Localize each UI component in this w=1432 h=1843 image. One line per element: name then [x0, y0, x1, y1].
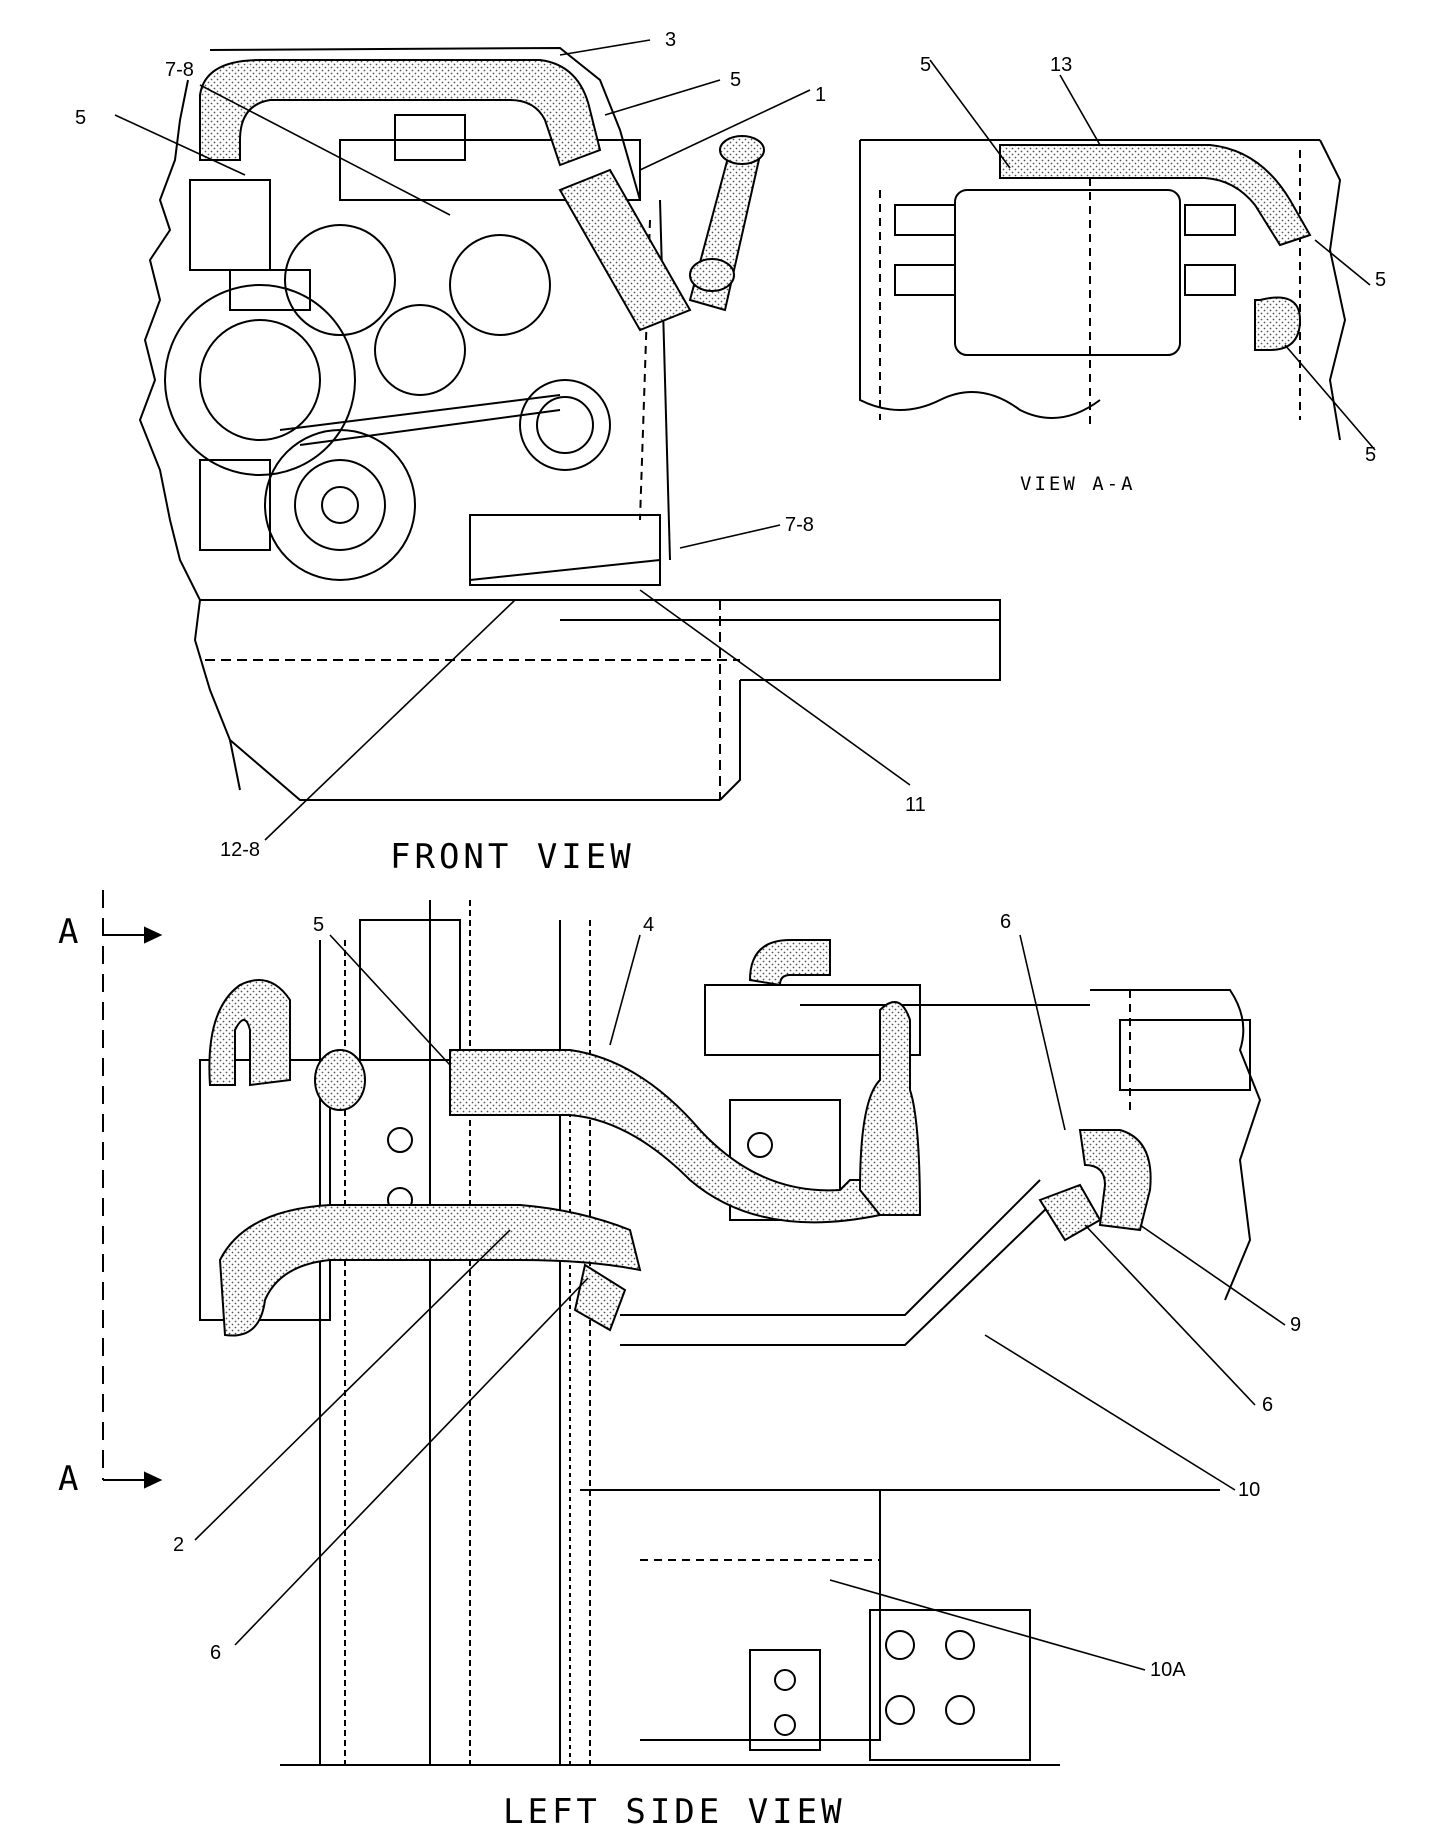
callout-front-7-8-top: 7-8	[165, 59, 194, 81]
section-marker-top: A	[58, 912, 79, 952]
callout-side-10: 10	[1238, 1479, 1261, 1501]
callout-front-3: 3	[665, 29, 677, 51]
view-aa-drawing	[859, 139, 1347, 441]
callout-side-6-top: 6	[1000, 911, 1012, 933]
callout-front-1: 1	[815, 84, 827, 106]
front-view-hoses	[199, 59, 765, 332]
callout-aa-5-bottom: 5	[1365, 444, 1377, 466]
callout-aa-13: 13	[1050, 54, 1073, 76]
callout-side-6-right: 6	[1262, 1394, 1274, 1416]
front-view-drawing	[138, 46, 1001, 801]
callout-front-11: 11	[905, 794, 926, 816]
title-front-view: FRONT VIEW	[390, 837, 635, 877]
section-arrows	[103, 926, 163, 1489]
callout-front-5-left: 5	[75, 107, 87, 129]
callout-side-9: 9	[1290, 1314, 1302, 1336]
leader-lines	[114, 39, 1376, 1671]
callout-front-7-8-right: 7-8	[785, 514, 814, 536]
callout-side-5: 5	[313, 914, 325, 936]
callout-front-5-top: 5	[730, 69, 742, 91]
view-aa-hose	[999, 144, 1312, 351]
title-left-side-view: LEFT SIDE VIEW	[503, 1792, 846, 1832]
left-side-view-hoses	[208, 939, 1152, 1337]
callout-side-10A: 10A	[1150, 1659, 1186, 1681]
callout-aa-5-right: 5	[1375, 269, 1387, 291]
callout-side-4: 4	[643, 914, 655, 936]
title-view-aa: VIEW A-A	[1020, 473, 1136, 495]
section-marker-bottom: A	[58, 1459, 79, 1499]
callout-front-12-8: 12-8	[220, 839, 261, 861]
callout-aa-5-top: 5	[920, 54, 932, 76]
callout-side-2: 2	[173, 1534, 185, 1556]
callout-side-6-left: 6	[210, 1642, 222, 1664]
